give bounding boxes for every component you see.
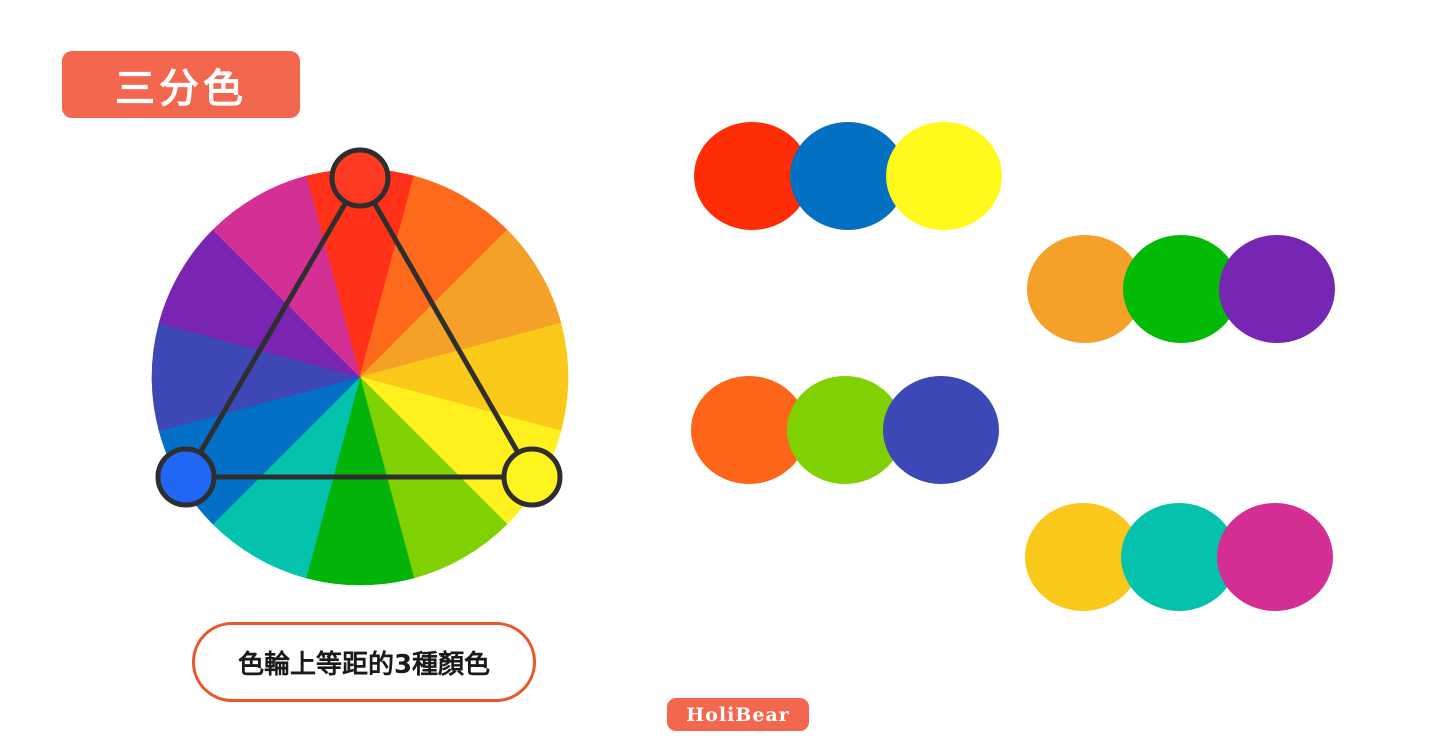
color-swatch [787,376,903,484]
triad-group-tertiary-1 [691,376,999,484]
wheel-segment-orange [358,229,562,378]
color-swatch [691,376,807,484]
triad-marker-yellow [501,446,563,508]
triad-group-primary [694,122,1002,230]
color-swatch [1121,503,1237,611]
triad-group-secondary [1027,235,1335,343]
color-swatch [886,122,1002,230]
wheel-segment-red-orange [359,175,508,379]
holibear-logo: HoliBear [667,698,809,731]
caption-text: 色輪上等距的3種顏色 [237,649,491,680]
color-swatch [1123,235,1239,343]
color-swatch [1025,503,1141,611]
color-swatch [1219,235,1335,343]
triad-group-tertiary-2 [1025,503,1333,611]
wheel-segment-violet [158,229,362,378]
color-swatch [1027,235,1143,343]
wheel-segment-red-violet [212,175,361,379]
triad-markers [155,147,563,508]
color-wheel [151,147,569,586]
color-swatch [694,122,810,230]
triad-marker-blue [155,446,217,508]
color-swatch [790,122,906,230]
triad-triangle [183,175,535,480]
wheel-segment-green [305,375,415,586]
logo-text: HoliBear [686,703,790,726]
caption-pill: 色輪上等距的3種顏色 [192,622,536,702]
title-badge: 三分色 [62,51,300,118]
color-swatch [883,376,999,484]
wheel-segment-blue-violet [151,322,362,432]
page-title: 三分色 [115,65,247,112]
triad-marker-red [329,147,391,209]
color-swatch [1217,503,1333,611]
wheel-segment-yellow-orange [358,322,569,432]
